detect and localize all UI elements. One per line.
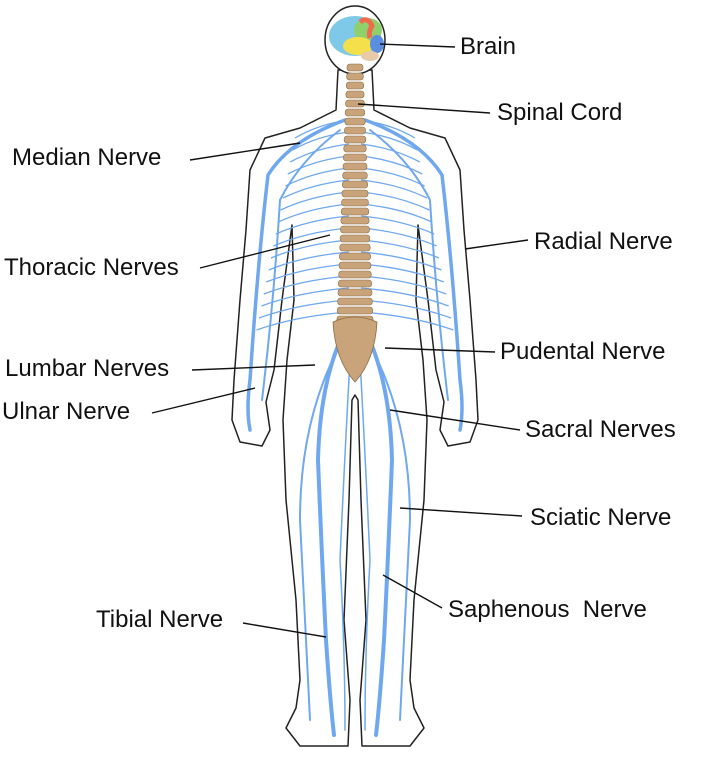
intercostal-nerve (289, 143, 350, 163)
vertebra (344, 126, 366, 135)
radial-nerve-right (369, 129, 449, 401)
intercostal-nerve (268, 251, 350, 271)
label-ulnar-nerve: Ulnar Nerve (2, 398, 131, 425)
intercostal-nerve (294, 119, 350, 139)
vertebra (342, 180, 368, 189)
intercostal-nerve (360, 251, 442, 271)
label-pudental-nerve: Pudental Nerve (500, 338, 666, 365)
vertebra (342, 171, 368, 180)
vertebra (337, 297, 373, 306)
brain (329, 16, 384, 61)
vertebra (338, 270, 372, 279)
vertebra (346, 72, 364, 81)
label-saphenous-nerve: Saphenous Nerve (448, 596, 647, 623)
intercostal-nerve (360, 179, 428, 199)
leg-nerve-left-outer (298, 344, 341, 721)
vertebra (341, 198, 369, 207)
intercostal-nerve (261, 287, 350, 307)
intercostal-nerve (287, 155, 350, 175)
label-sciatic-nerve: Sciatic Nerve (530, 504, 672, 531)
intercostal-nerve (275, 215, 350, 235)
label-radial-nerve: Radial Nerve (534, 228, 673, 255)
vertebra (339, 243, 371, 252)
intercostal-nerve (360, 215, 435, 235)
intercostal-nerve (292, 131, 350, 151)
vertebra (346, 63, 364, 72)
median-nerve-left (246, 118, 347, 432)
vertebra (337, 288, 373, 297)
sacrum (332, 316, 378, 383)
vertebra (338, 279, 372, 288)
vertebra (345, 81, 365, 90)
spinal-column (332, 63, 378, 383)
leg-nerve-right-outer (369, 344, 412, 721)
vertebra (344, 117, 366, 126)
ulnar-nerve-left (261, 129, 341, 401)
vertebra (341, 189, 369, 198)
leader-lines (151, 43, 529, 638)
vertebra (345, 90, 365, 99)
vertebra (342, 162, 368, 171)
intercostal-nerve (360, 155, 423, 175)
label-thoracic-nerves: Thoracic Nerves (4, 254, 179, 281)
vertebra (339, 252, 371, 261)
median-nerve-right (363, 118, 464, 432)
vertebra (340, 225, 370, 234)
vertebra (339, 234, 371, 243)
saphenous-nerve-right (359, 359, 371, 731)
intercostal-nerve (360, 167, 425, 187)
intercostal-nerve (360, 203, 433, 223)
label-brain: Brain (460, 33, 517, 60)
intercostal-nerve (360, 131, 418, 151)
intercostal-nerve (277, 203, 350, 223)
vertebra (336, 306, 374, 315)
label-sacral-nerves: Sacral Nerves (525, 416, 676, 443)
vertebra (343, 153, 367, 162)
vertebra (338, 261, 372, 270)
label-tibial-nerve: Tibial Nerve (96, 606, 224, 633)
intercostal-nerve (360, 119, 416, 139)
vertebra (345, 99, 365, 108)
intercostal-nerve (360, 287, 449, 307)
intercostal-nerve (282, 179, 350, 199)
vertebra (344, 108, 366, 117)
intercostal-nerve (285, 167, 350, 187)
leg-nerve-left-inner (339, 359, 351, 731)
vertebra (340, 207, 370, 216)
label-spinal-cord: Spinal Cord (497, 99, 623, 126)
vertebra (343, 135, 367, 144)
intercostal-nerve (360, 143, 421, 163)
label-lumbar-nerves: Lumbar Nerves (5, 355, 170, 382)
sciatic-tibial-left (315, 328, 347, 737)
vertebra (340, 216, 370, 225)
label-median-nerve: Median Nerve (12, 144, 162, 171)
sciatic-right (363, 328, 395, 737)
vertebra (343, 144, 367, 153)
